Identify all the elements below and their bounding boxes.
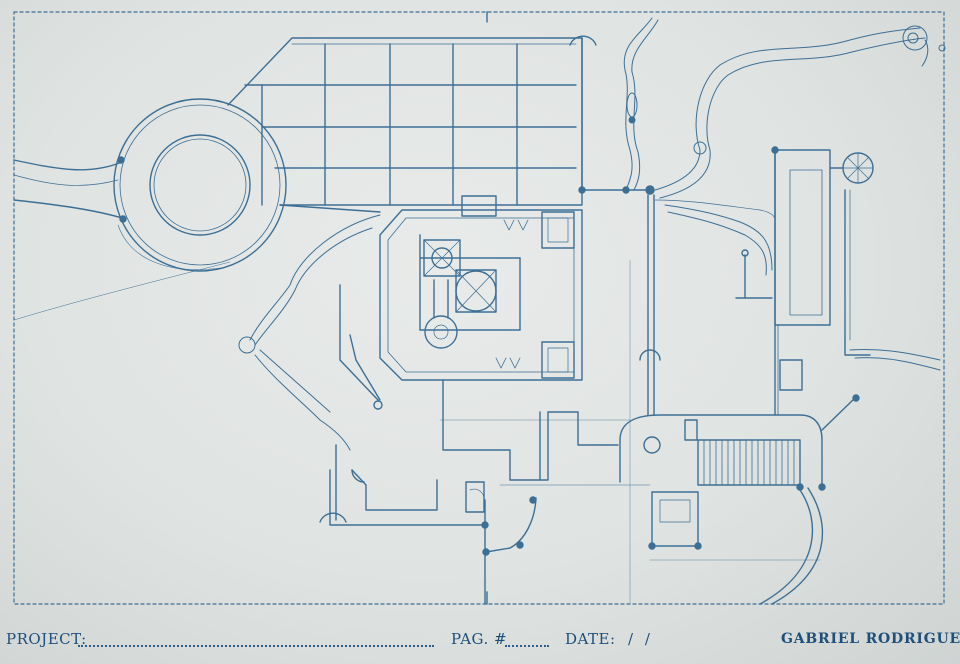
pavilion-stairs xyxy=(619,394,860,605)
title-block: PROJECT: PAG. # DATE: / / GABRIEL RODRIG… xyxy=(0,614,960,664)
garden-path xyxy=(238,214,381,451)
project-field-line xyxy=(78,645,434,647)
east-wing xyxy=(735,146,874,416)
roundabout xyxy=(13,98,287,321)
designer-name: GABRIEL RODRIGUEZ xyxy=(781,631,960,647)
sheet-border xyxy=(13,11,945,605)
paved-plaza-grid xyxy=(227,35,597,213)
main-building xyxy=(339,195,583,410)
date-value: / / xyxy=(628,630,651,648)
stream xyxy=(623,17,946,371)
central-walkway xyxy=(581,185,661,416)
project-label: PROJECT: xyxy=(6,630,87,648)
construction-lines xyxy=(439,259,821,605)
site-plan-drawing xyxy=(13,11,946,605)
page-label: PAG. # xyxy=(451,630,508,648)
date-label: DATE: xyxy=(565,630,616,648)
service-wing xyxy=(319,379,651,605)
page-field-line xyxy=(505,645,549,647)
